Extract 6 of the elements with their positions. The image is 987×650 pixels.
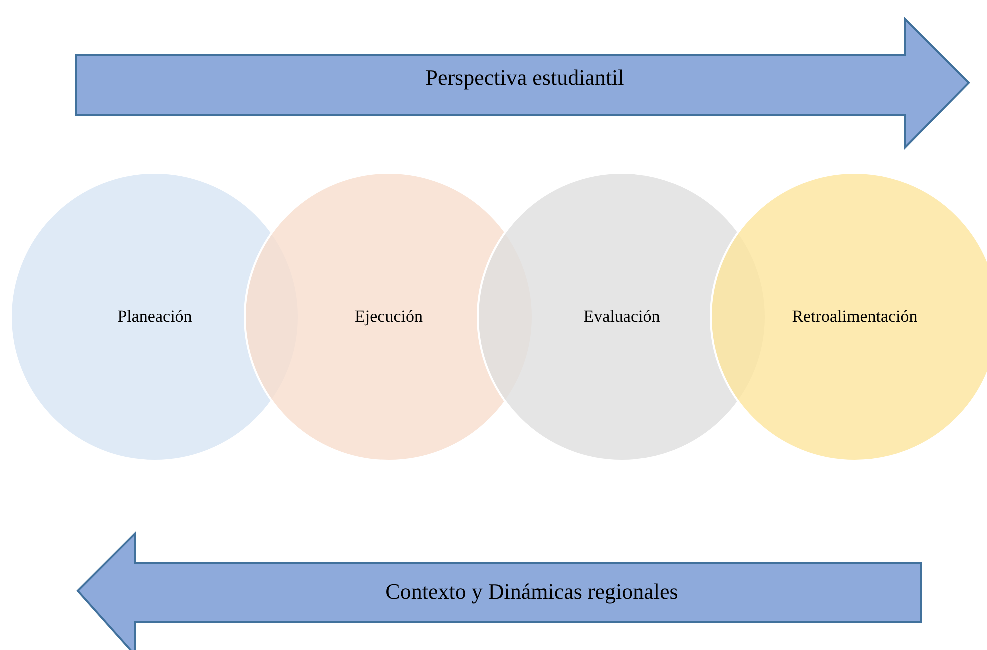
stage-label: Retroalimentación — [792, 307, 918, 327]
stage-label: Ejecución — [355, 307, 423, 327]
arrow-label: Contexto y Dinámicas regionales — [386, 579, 678, 605]
stage-label: Planeación — [118, 307, 192, 327]
stage-label: Evaluación — [584, 307, 660, 327]
arrow-label: Perspectiva estudiantil — [426, 65, 624, 91]
